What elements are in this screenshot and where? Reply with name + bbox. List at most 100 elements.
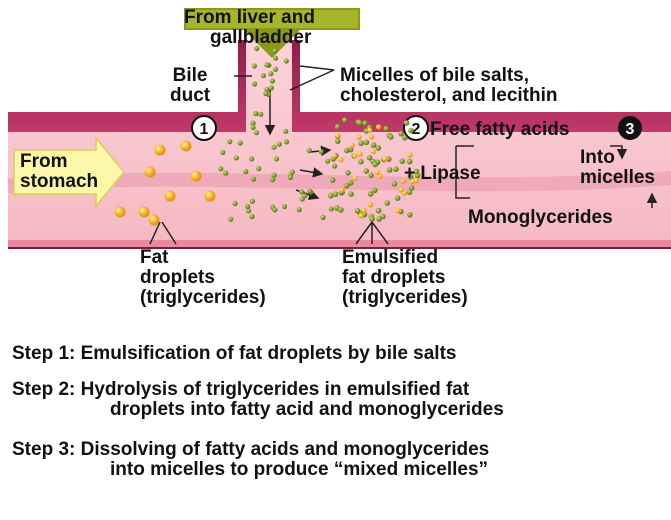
emulsified-droplet-dot (356, 135, 361, 140)
header-line2: gallbladder (184, 28, 315, 48)
micelle-dot (376, 208, 382, 214)
fat-droplet-dot (115, 207, 126, 218)
micelle-dot (273, 67, 278, 72)
emulsified-droplet-dot (375, 170, 380, 175)
micelle-dot (220, 150, 225, 155)
emulsified-droplet-dot (402, 191, 407, 196)
micelle-dot (264, 62, 269, 67)
micelle-dot (250, 199, 255, 204)
micelle-dot (319, 149, 324, 154)
micelle-dot (284, 58, 289, 63)
micelle-dot (234, 155, 239, 160)
digestion-diagram: 1 2 3 From liver and gallbladder Bile du… (0, 0, 671, 495)
micelle-dot (228, 217, 233, 222)
emulsified-droplet-dot (369, 134, 374, 139)
micelle-dot (218, 166, 223, 171)
micelle-dot (283, 129, 288, 134)
micelle-dot (344, 148, 350, 154)
micelle-dot (367, 155, 373, 161)
micelle-dot (345, 170, 351, 176)
micelle-dot (271, 145, 276, 150)
micelle-dot (223, 170, 228, 175)
fat-droplet-dot (139, 207, 150, 218)
free-fatty-acids-label: Free fatty acids (430, 120, 569, 140)
micelle-dot (277, 142, 282, 147)
micelle-dot (325, 159, 330, 164)
micelle-dot (402, 135, 408, 141)
micelle-dot (261, 73, 266, 78)
micelle-dot (288, 175, 293, 180)
emulsified-droplet-dot (368, 202, 373, 207)
micelle-dot (256, 166, 261, 171)
micelle-dot (282, 204, 287, 209)
emulsified-droplet-dot (407, 153, 412, 158)
emulsified-droplet-dot (339, 188, 344, 193)
emulsified-droplet-dot (361, 208, 366, 213)
micelle-dot (371, 142, 377, 148)
micelle-dot (372, 162, 378, 168)
micelle-dot (284, 139, 289, 144)
emulsified-droplet-dot (339, 157, 344, 162)
micelle-dot (357, 120, 363, 126)
header-label: From liver and gallbladder (184, 8, 315, 48)
fat-droplet-dot (149, 215, 160, 226)
emulsified-droplet-dot (359, 213, 364, 218)
emulsified-droplet-dot (335, 133, 340, 138)
micelle-dot (338, 207, 344, 213)
header-line1: From liver and (184, 8, 315, 28)
micelle-dot (368, 173, 374, 179)
micelle-dot (329, 206, 334, 211)
lipase-label: + Lipase (404, 164, 481, 184)
micelle-dot (388, 134, 394, 140)
fat-droplet-dot (165, 191, 176, 202)
micelle-dot (404, 120, 410, 126)
micelle-dot (258, 112, 263, 117)
micelle-dot (249, 156, 254, 161)
micelle-dot (254, 130, 259, 135)
micelle-dot (380, 214, 386, 220)
micelle-dot (392, 181, 398, 187)
into-micelles-label: Into micelles (580, 148, 655, 188)
micelle-dot (372, 188, 378, 194)
fat-droplet-dot (155, 145, 166, 156)
micelle-dot (272, 173, 277, 178)
micelle-dot (250, 125, 255, 130)
monoglycerides-label: Monoglycerides (468, 208, 613, 228)
micelle-dot (272, 48, 277, 53)
emulsified-droplet-dot (395, 208, 400, 213)
emulsified-droplet-dot (352, 176, 357, 181)
emulsified-droplet-dot (357, 152, 362, 157)
step-3: Step 3: Dissolving of fatty acids and mo… (12, 440, 33, 520)
micelle-dot (407, 189, 413, 195)
micelle-dot (252, 81, 257, 86)
emulsified-droplet-dot (376, 124, 381, 129)
emulsified-droplet-dot (332, 153, 337, 158)
micelle-dot (273, 56, 278, 61)
micelles-label: Micelles of bile salts, cholesterol, and… (340, 66, 558, 106)
fat-droplet-dot (145, 167, 156, 178)
micelle-dot (307, 148, 312, 153)
from-stomach-label: From stomach (20, 152, 98, 192)
micelle-dot (408, 128, 414, 134)
emulsified-droplet-dot (371, 149, 376, 154)
micelle-dot (393, 166, 399, 172)
micelle-dot (358, 140, 364, 146)
micelle-dot (243, 169, 248, 174)
micelle-dot (364, 140, 370, 146)
micelle-dot (251, 177, 256, 182)
micelle-dot (376, 145, 382, 151)
micelle-dot (268, 71, 273, 76)
micelle-dot (252, 63, 257, 68)
micelle-dot (332, 163, 337, 168)
marker-3: 3 (626, 121, 635, 138)
micelle-dot (263, 91, 268, 96)
micelle-dot (270, 78, 275, 83)
micelle-dot (387, 167, 393, 173)
fat-droplets-label: Fat droplets (triglycerides) (140, 248, 266, 308)
emulsified-droplet-dot (352, 153, 357, 158)
micelle-dot (362, 120, 368, 126)
bile-duct-label: Bile duct (170, 66, 210, 106)
micelle-dot (363, 168, 369, 174)
micelle-dot (238, 140, 243, 145)
emulsified-droplet-dot (350, 143, 355, 148)
